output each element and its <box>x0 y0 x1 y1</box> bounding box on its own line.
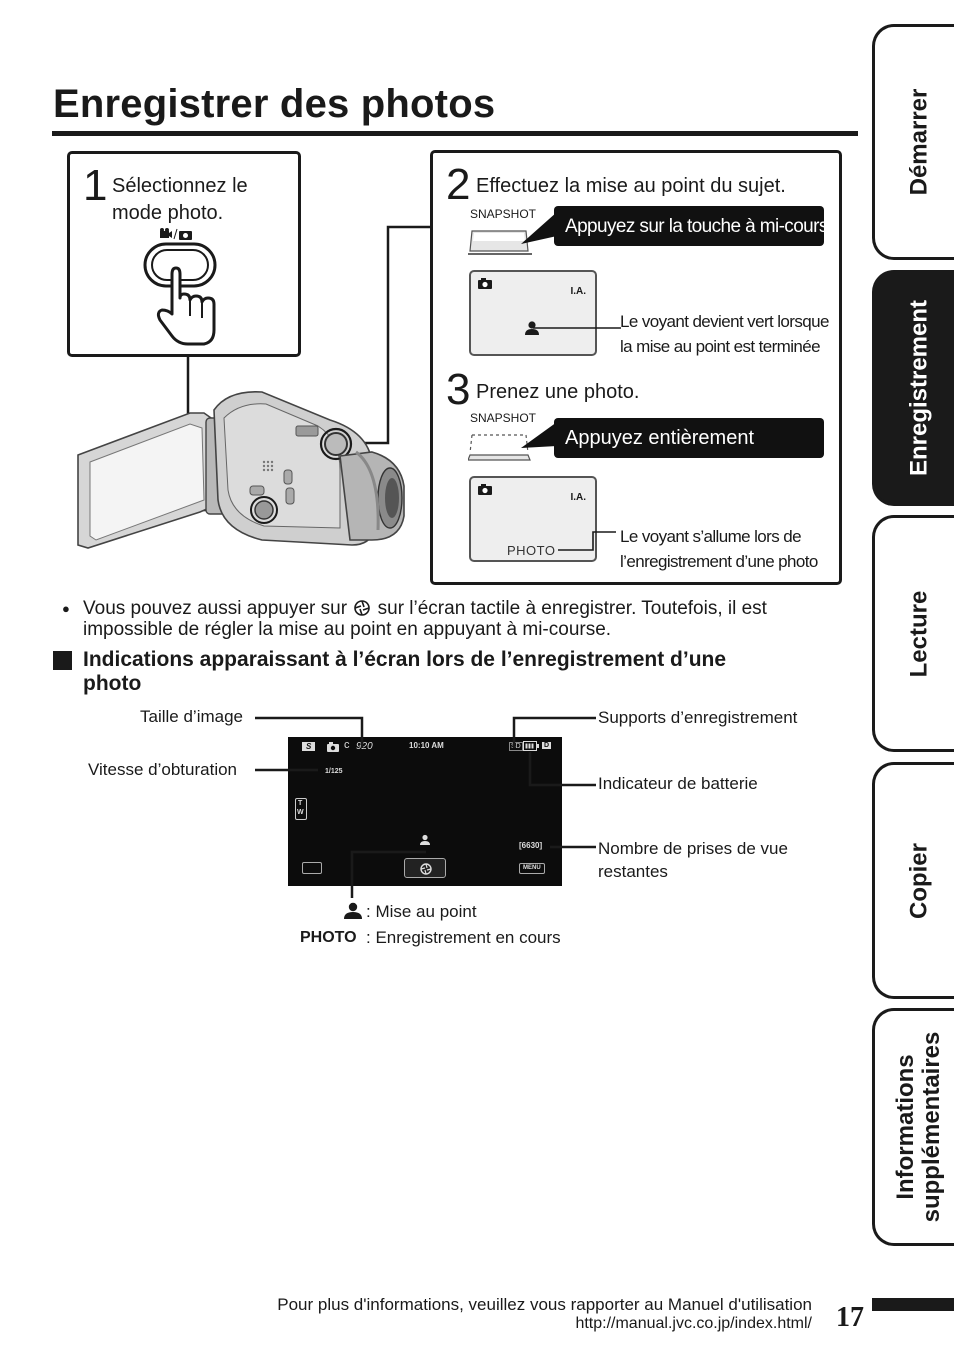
footer-url[interactable]: http://manual.jvc.co.jp/index.html/ <box>575 1315 812 1332</box>
label-remaining-line2: restantes <box>598 862 668 881</box>
tab-enregistrement[interactable]: Enregistrement <box>872 270 954 506</box>
step3-note-line2: l’enregistrement d’une photo <box>620 552 818 571</box>
tab-informations-line2: supplémentaires <box>917 1031 945 1223</box>
tab-informations[interactable]: Informations supplémentaires <box>872 1008 954 1246</box>
focus-person-icon <box>525 321 539 335</box>
page-number: 17 <box>836 1302 864 1333</box>
screen-media: SD <box>509 742 523 751</box>
step1-box: 1 Sélectionnez le mode photo. <box>67 151 301 357</box>
screen-menu-label: MENU <box>523 865 541 871</box>
screen-time: 10:10 AM <box>409 741 444 750</box>
press-finger-icon <box>143 228 217 346</box>
step3-photo-indicator: PHOTO <box>507 543 556 558</box>
step1-text-line2: mode photo. <box>112 202 224 224</box>
page-title: Enregistrer des photos <box>53 82 496 126</box>
step2-note-line1: Le voyant devient vert lorsque <box>620 312 829 331</box>
snapshot-button-half-icon <box>468 230 532 255</box>
label-battery: Indicateur de batterie <box>598 774 758 793</box>
step3-callout: Appuyez entièrement <box>554 418 824 458</box>
screen-size-prefix: c <box>344 739 350 751</box>
title-rule <box>52 131 858 136</box>
step2-ia-indicator: I.A. <box>570 286 586 297</box>
recording-screen: S c 920 10:10 AM SD D 1/125 T W [6630] M… <box>288 737 562 886</box>
legend-photo-word: PHOTO <box>300 929 357 946</box>
label-remaining-line1: Nombre de prises de vue <box>598 839 788 858</box>
tab-enregistrement-label: Enregistrement <box>905 299 932 477</box>
screen-menu-button[interactable]: MENU <box>519 863 545 874</box>
camera-icon <box>478 278 492 289</box>
step1-number: 1 <box>83 161 108 210</box>
tab-copier[interactable]: Copier <box>872 762 954 999</box>
screen-remaining: [6630] <box>519 841 543 850</box>
step3-note-line1: Le voyant s’allume lors de <box>620 527 802 546</box>
step3-text: Prenez une photo. <box>476 381 640 403</box>
note-line2: impossible de régler la mise au point en… <box>83 619 612 640</box>
label-image-size: Taille d’image <box>140 707 243 726</box>
step2-3-box: 2 Effectuez la mise au point du sujet. S… <box>430 150 842 585</box>
step2-callout: Appuyez sur la touche à mi-course <box>554 206 838 246</box>
step2-snapshot-label: SNAPSHOT <box>470 207 537 221</box>
tab-demarrer-label: Démarrer <box>905 88 932 196</box>
tab-informations-label: Informations supplémentaires <box>891 1031 945 1223</box>
note-part1: Vous pouvez aussi appuyer sur <box>83 598 348 619</box>
tab-copier-label: Copier <box>905 842 932 919</box>
note-bullet: ● <box>62 601 70 616</box>
screen-image-size: 920 <box>356 741 373 752</box>
step3-note-leader <box>558 531 616 551</box>
screen-shutter-button[interactable] <box>404 858 446 878</box>
step3-number: 3 <box>446 365 471 414</box>
step2-lcd: I.A. <box>469 270 597 356</box>
screen-focus-icon <box>420 834 430 845</box>
label-media: Supports d’enregistrement <box>598 708 798 727</box>
legend-focus-text: : Mise au point <box>366 902 477 921</box>
section-heading-line1: Indications apparaissant à l’écran lors … <box>83 648 727 671</box>
screen-camera-icon <box>327 742 339 752</box>
screen-zoom-t: T <box>298 800 303 807</box>
screen-battery-icon <box>523 741 539 751</box>
callout-pointer-icon-2 <box>521 422 557 448</box>
legend-focus-icon <box>344 902 362 919</box>
callout-pointer-icon <box>521 212 557 244</box>
camera-icon-2 <box>478 484 492 495</box>
screen-shutter-icon <box>420 863 432 875</box>
footer-line1: Pour plus d'informations, veuillez vous … <box>277 1295 812 1314</box>
step2-number: 2 <box>446 160 471 209</box>
step2-note-line2: la mise au point est terminée <box>620 337 821 356</box>
screen-zoom-w: W <box>297 809 304 816</box>
note-part2: sur l’écran tactile à enregistrer. Toute… <box>377 598 767 619</box>
label-shutter-speed: Vitesse d’obturation <box>88 760 238 779</box>
legend-recording-text: : Enregistrement en cours <box>366 928 561 947</box>
tab-lecture[interactable]: Lecture <box>872 515 954 752</box>
step2-callout-text: Appuyez sur la touche à mi-course <box>565 215 838 237</box>
step3-callout-text: Appuyez entièrement <box>565 426 755 449</box>
step3-lcd: I.A. PHOTO <box>469 476 597 562</box>
tab-demarrer[interactable]: Démarrer <box>872 24 954 260</box>
screen-d: D <box>542 742 552 749</box>
shutter-icon <box>354 600 371 616</box>
tab-lecture-label: Lecture <box>905 590 932 677</box>
step3-snapshot-label: SNAPSHOT <box>470 411 537 425</box>
section-heading-line2: photo <box>83 672 142 695</box>
section-square-icon <box>53 651 72 670</box>
step2-note-leader <box>533 327 621 329</box>
step2-text: Effectuez la mise au point du sujet. <box>476 175 786 197</box>
tab-informations-line1: Informations <box>891 1054 919 1200</box>
step3-ia-indicator: I.A. <box>570 492 586 503</box>
step1-text-line1: Sélectionnez le <box>112 175 248 197</box>
screen-zoom-box: T W <box>295 798 307 820</box>
screen-mode: S <box>302 742 316 751</box>
note-line1: Vous pouvez aussi appuyer sur sur l’écra… <box>83 598 767 619</box>
screen-playback-button[interactable] <box>302 862 322 874</box>
screen-shutter: 1/125 <box>325 768 343 775</box>
page-number-bar <box>872 1298 954 1311</box>
